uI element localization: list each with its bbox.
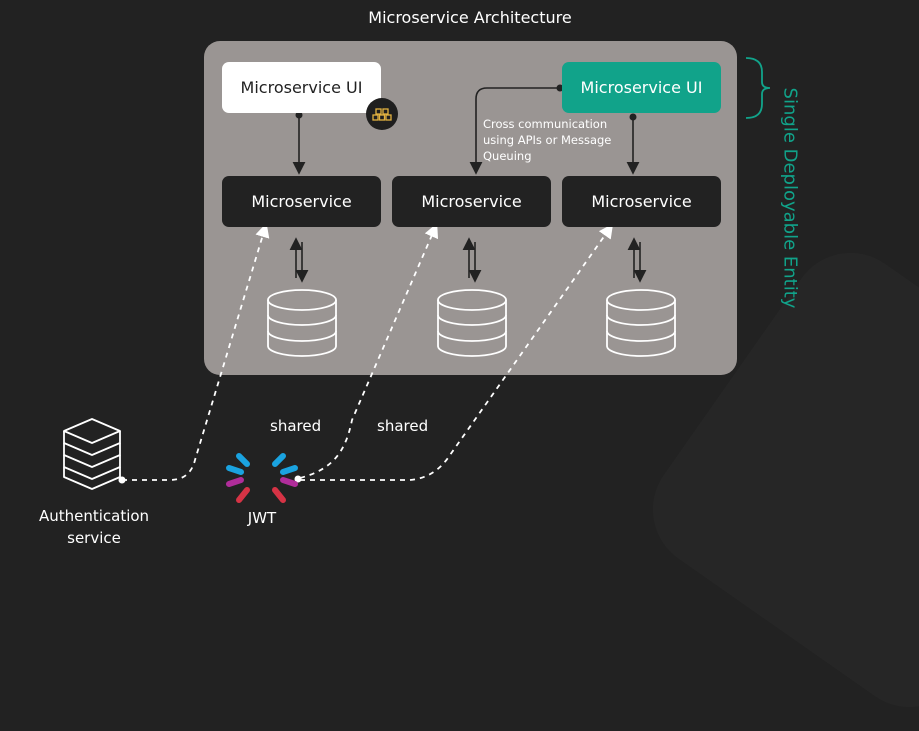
auth-label-line: service — [67, 529, 121, 547]
brace — [745, 57, 771, 119]
cross-comm-note: Cross communication using APIs or Messag… — [483, 116, 611, 164]
connectors — [118, 57, 771, 484]
microservice-box-2: Microservice — [392, 176, 551, 227]
jwt-label: JWT — [247, 509, 277, 527]
ui-right-arrow — [626, 113, 640, 175]
ui-left-arrow — [292, 111, 306, 175]
diagram-title: Microservice Architecture — [368, 8, 572, 27]
auth-service-label: Authentication service — [28, 505, 160, 549]
database-icon — [267, 289, 337, 357]
microservice-box-1: Microservice — [222, 176, 381, 227]
bundle-icon — [366, 98, 398, 130]
note-line: Queuing — [483, 149, 532, 163]
microservice-ui-left: Microservice UI — [222, 62, 381, 113]
db-arrows — [289, 237, 647, 283]
database-icon — [606, 289, 676, 357]
microservice-ui-right: Microservice UI — [562, 62, 721, 113]
jwt-icon — [226, 453, 298, 503]
shared-label: shared — [270, 417, 322, 435]
auth-label-line: Authentication — [38, 507, 150, 525]
database-icon — [437, 289, 507, 357]
microservice-box-3: Microservice — [562, 176, 721, 227]
cross-comm-arrow — [469, 84, 564, 175]
single-deployable-label: Single Deployable Entity — [779, 87, 801, 309]
note-line: using APIs or Message — [483, 133, 612, 147]
note-line: Cross communication — [483, 117, 608, 131]
auth-links — [122, 222, 614, 481]
shared-label: shared — [377, 417, 429, 435]
server-icon — [63, 418, 121, 490]
